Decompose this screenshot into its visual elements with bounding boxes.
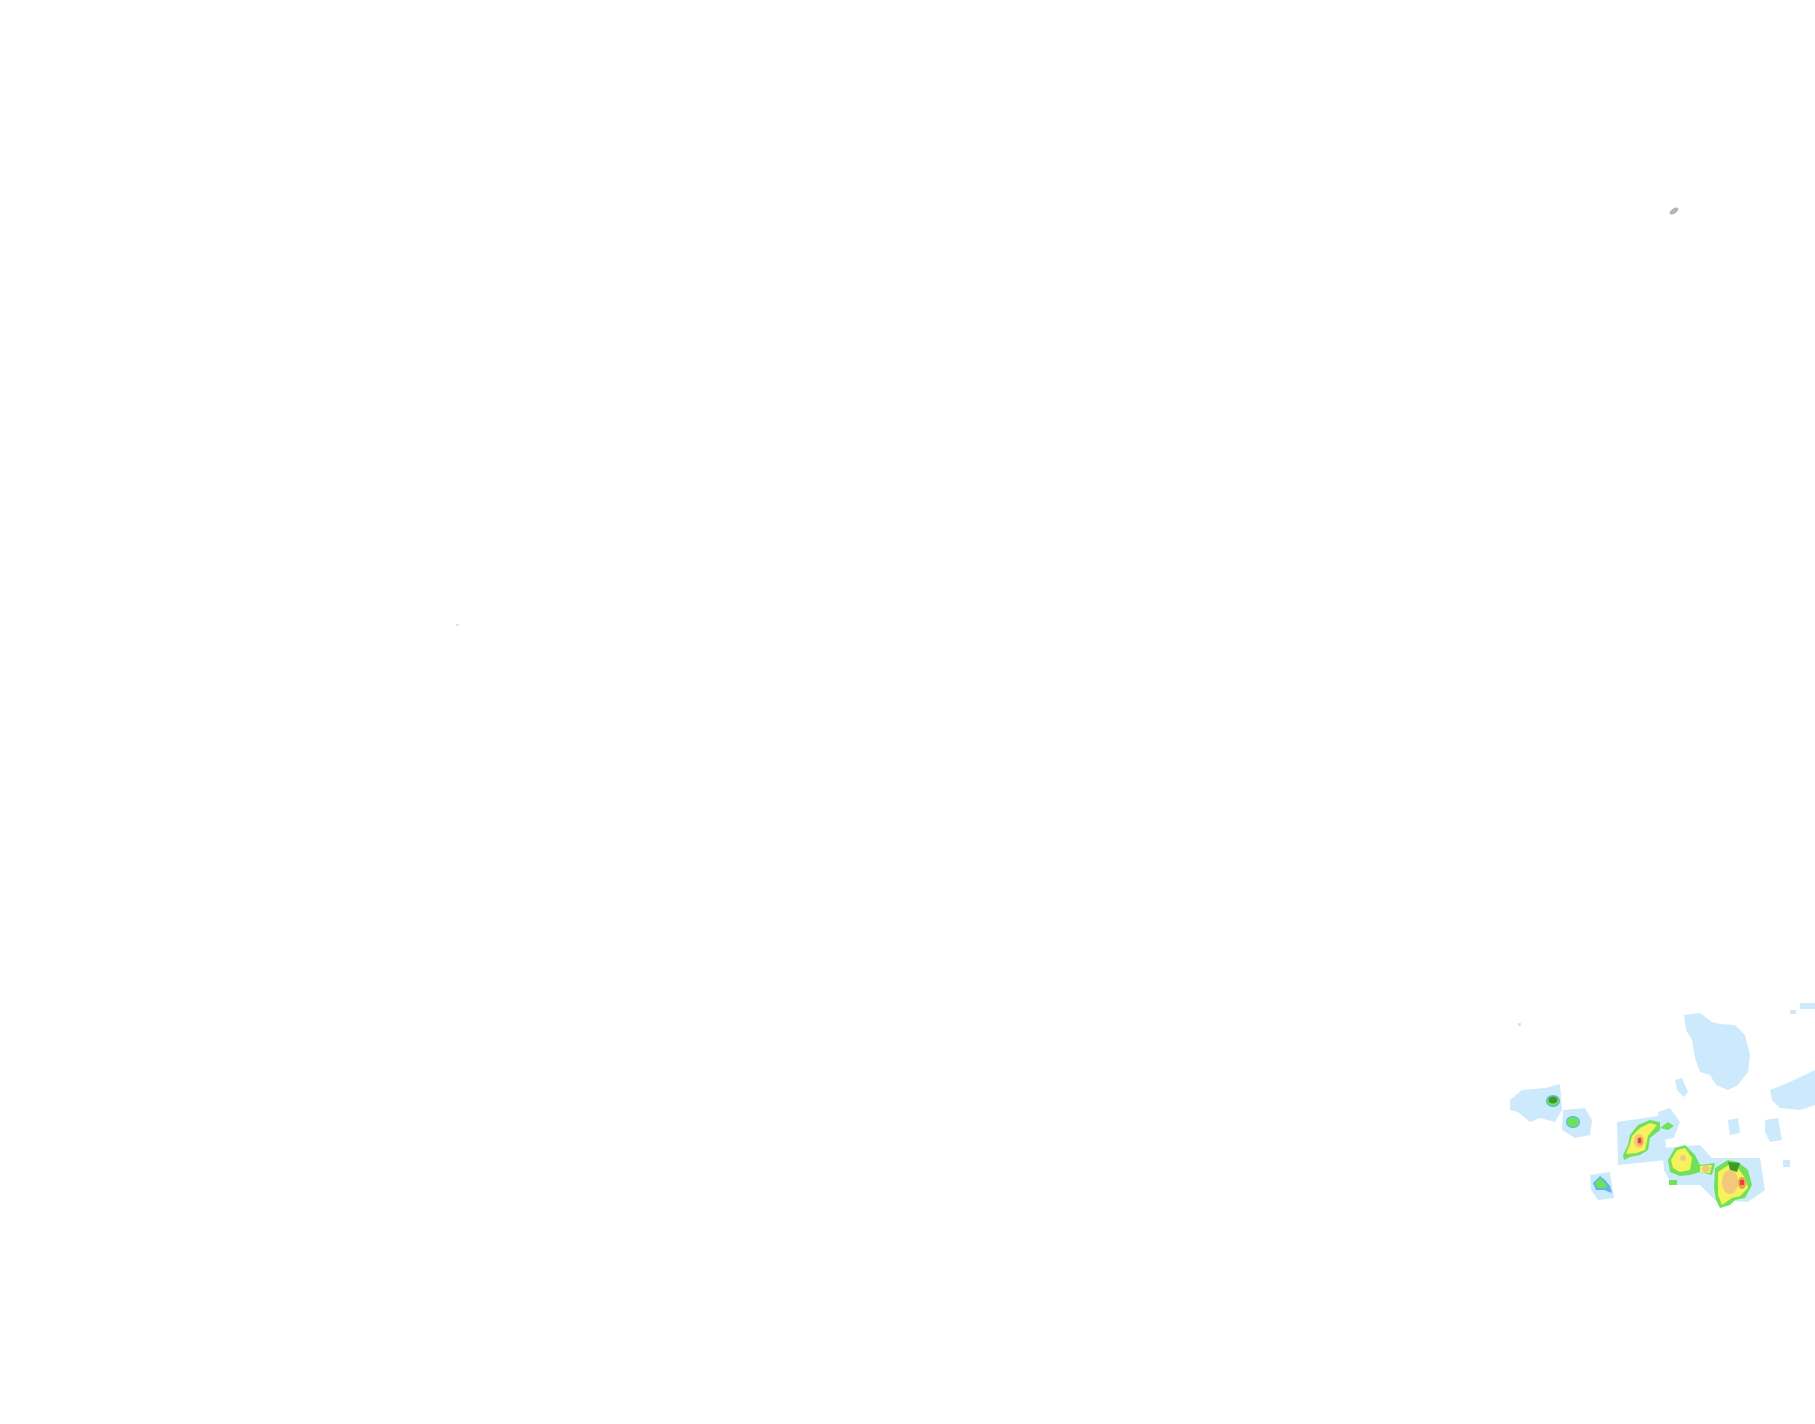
storm-cell-east-a — [1668, 1145, 1715, 1185]
storm-cell-east-b — [1714, 1160, 1752, 1208]
storm-cell-west — [1546, 1095, 1560, 1107]
storm-cell-central — [1623, 1120, 1674, 1160]
storm-cell-southwest — [1593, 1176, 1612, 1193]
storm-cell-small — [1566, 1116, 1580, 1128]
clutter-echo — [456, 207, 1679, 1026]
